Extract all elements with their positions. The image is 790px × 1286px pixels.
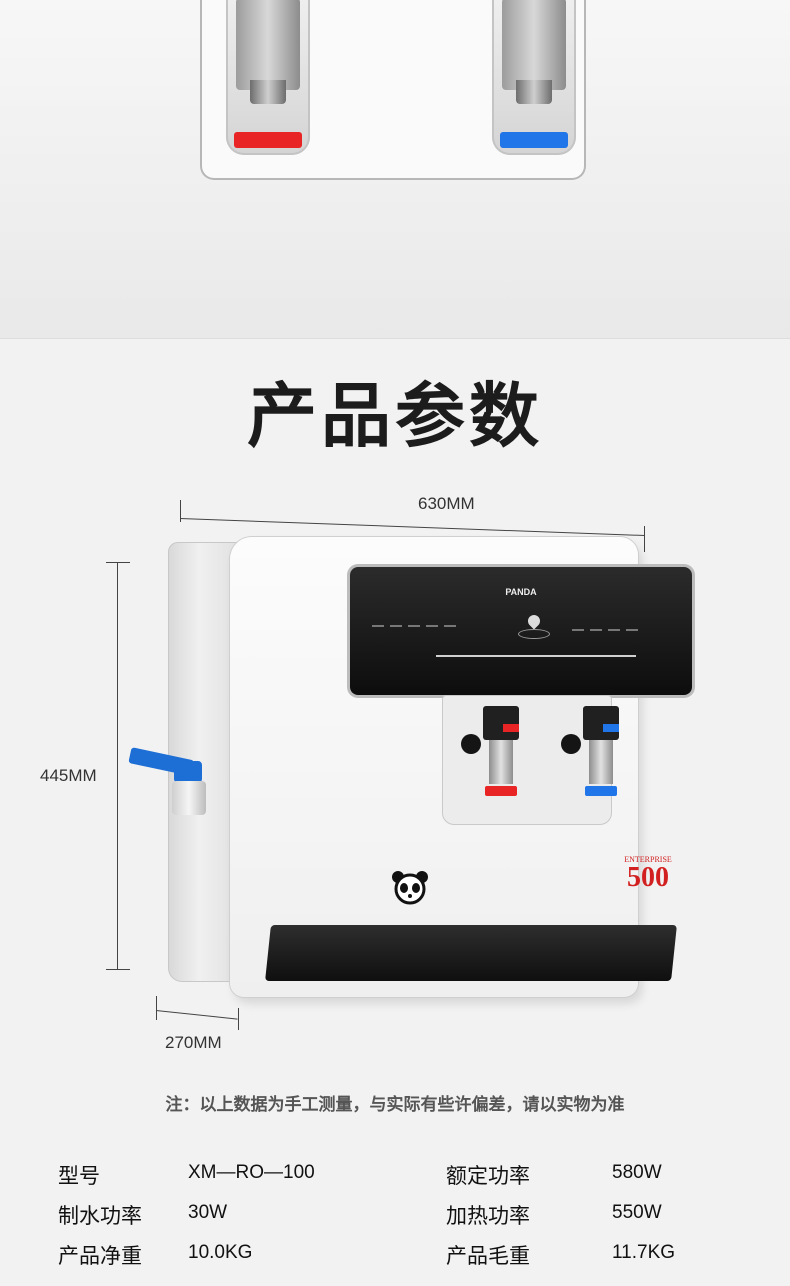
- height-tick-bottom: [106, 969, 130, 970]
- front-panel: PANDA: [230, 537, 692, 997]
- cold-tap: [561, 706, 619, 798]
- spec-value: 550W: [612, 1202, 662, 1223]
- control-panel: PANDA: [350, 567, 692, 695]
- depth-tick-left: [156, 996, 157, 1020]
- depth-dimension-label: 270MM: [165, 1033, 222, 1052]
- width-dimension-label: 630MM: [418, 494, 475, 513]
- spec-label: 制水功率: [58, 1204, 142, 1228]
- depth-tick-right: [238, 1008, 239, 1030]
- width-tick-right: [644, 526, 645, 552]
- height-tick-top: [106, 562, 130, 563]
- depth-dimension-line: [155, 1010, 238, 1020]
- height-dimension-line: [117, 562, 118, 970]
- width-dimension-line: [179, 518, 645, 537]
- width-tick-left: [180, 500, 181, 522]
- water-dispenser-image: PANDA: [168, 537, 692, 997]
- page-title: 产品参数: [247, 375, 543, 457]
- spec-label: 型号: [58, 1164, 100, 1188]
- water-drop-icon: [525, 612, 543, 630]
- spec-value: 30W: [188, 1202, 228, 1223]
- spec-label: 产品净重: [58, 1244, 142, 1268]
- spec-value: XM—RO—100: [188, 1162, 315, 1183]
- spec-label: 产品毛重: [446, 1244, 530, 1268]
- hot-tap: [461, 706, 519, 798]
- cold-indicator-strip: [500, 132, 568, 148]
- dispensing-alcove: [442, 695, 619, 825]
- measurement-note: 注：以上数据为手工测量，与实际有些许偏差，请以实物为准: [165, 1095, 625, 1115]
- height-dimension-label: 445MM: [40, 766, 97, 785]
- spec-label: 额定功率: [446, 1164, 530, 1188]
- spec-value: 10.0KG: [188, 1242, 253, 1263]
- hot-water-tap: [226, 0, 310, 155]
- spec-label: 加热功率: [446, 1204, 530, 1228]
- cold-water-tap: [492, 0, 576, 155]
- drip-tray: [265, 925, 677, 981]
- brand-logo: PANDA: [505, 587, 537, 597]
- faucet-frame: [200, 0, 586, 180]
- spec-value: 580W: [612, 1162, 662, 1183]
- hot-indicator-strip: [234, 132, 302, 148]
- panda-logo-icon: [392, 871, 428, 905]
- drain-spigot: [128, 747, 206, 819]
- closeup-photo: [0, 0, 790, 339]
- spec-value: 11.7KG: [612, 1242, 676, 1263]
- enterprise-500-badge: ENTERPRISE 500: [624, 855, 672, 893]
